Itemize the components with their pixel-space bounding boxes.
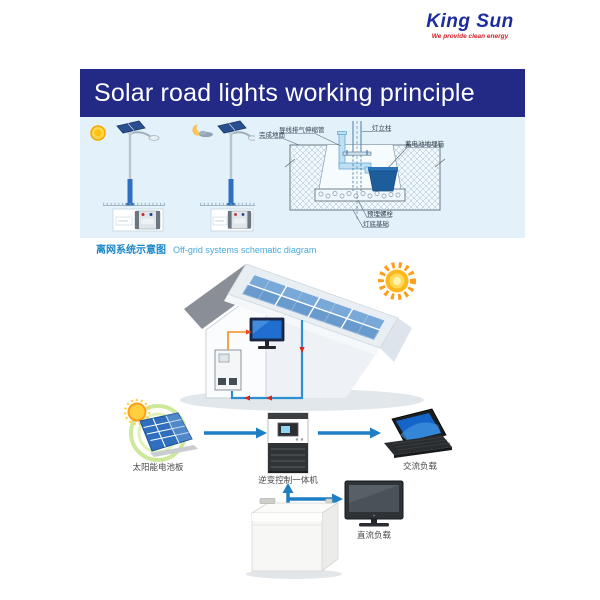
offgrid-caption: 离网系统示意图 Off-grid systems schematic diagra…: [96, 240, 516, 258]
system-flow-diagram: 太阳能电池板 逆变控制一体机: [123, 398, 452, 579]
solar-panel-icon: [123, 398, 198, 462]
moon-cloud-icon: [192, 122, 213, 138]
page-title: Solar road lights working principle: [94, 79, 475, 107]
label-solar-panel: 太阳能电池板: [132, 462, 184, 473]
ac-wire: [227, 329, 252, 350]
laptop: [384, 408, 452, 458]
label-lamp-foundation: 灯底基础: [363, 219, 390, 228]
brand-tagline: We provide clean energy: [431, 33, 509, 40]
label-vent-pipe: 导线排气伸缩管: [279, 125, 325, 134]
brand-name: King Sun: [426, 11, 514, 32]
label-lamp-pole: 灯立柱: [372, 123, 392, 132]
foundation-diagram: 导线排气伸缩管 灯立柱 蓄电池地埋箱 完成地面 预埋螺栓 灯底基础: [259, 121, 446, 228]
street-light-night: [217, 120, 255, 206]
sun-icon: [90, 125, 106, 141]
tv: [344, 480, 404, 527]
street-lights-illustration: [90, 120, 255, 232]
arrow-inverter-to-ac-load: [318, 427, 381, 439]
label-ac-load: 交流负载: [403, 461, 438, 472]
dc-wire: [230, 320, 305, 401]
lamp-base-foundation: [314, 188, 406, 202]
arrow-panel-to-inverter: [204, 427, 267, 439]
buried-battery-box: [368, 167, 398, 192]
label-dc-load: 直流负载: [357, 530, 392, 541]
battery: [246, 498, 342, 579]
inverter-unit: [267, 412, 309, 474]
wall-inverter: [214, 349, 242, 391]
company-logo: King Sun We provide clean energy: [420, 11, 520, 41]
arrow-to-dc-load: [288, 493, 343, 505]
ground-line: [103, 202, 255, 206]
caption-english: Off-grid systems schematic diagram: [173, 245, 317, 255]
leader-lines: [259, 131, 443, 228]
label-finished-ground: 完成地面: [259, 130, 286, 139]
sun-icon: [378, 262, 416, 300]
monitor: [249, 317, 285, 349]
lamp-head: [148, 135, 160, 141]
underground-battery-box-day: [112, 208, 164, 232]
label-inverter: 逆变控制一体机: [258, 475, 318, 486]
side-wall-end: [380, 318, 412, 362]
title-banner: Solar road lights working principle: [80, 69, 525, 117]
label-battery-box: 蓄电池地埋箱: [405, 139, 445, 148]
side-wall: [266, 310, 380, 398]
label-embedded-bolts: 预埋螺栓: [367, 209, 394, 218]
street-light-day: [116, 120, 160, 206]
house-illustration: [180, 262, 424, 411]
lamp-pole: [342, 121, 372, 220]
underground-battery-box-night: [210, 208, 254, 232]
caption-chinese: 离网系统示意图: [96, 245, 166, 256]
roof-solar-array: [240, 272, 388, 342]
lamp-head: [247, 135, 255, 141]
